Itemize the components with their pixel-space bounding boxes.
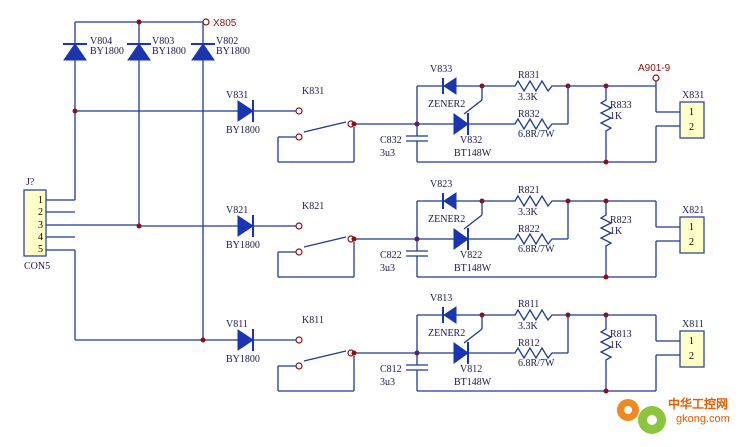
channel-821-out-ref: X821 (682, 205, 704, 216)
channel-831-out-body (679, 101, 705, 139)
channel-821-r-mid-ref: R822 (518, 224, 540, 235)
connector-j-ref: J? (26, 177, 35, 188)
channel-831-r-shunt-value: 1K (610, 111, 623, 122)
channel-811-out-pin: 2 (689, 351, 694, 362)
connector-j-pin: 5 (38, 244, 43, 255)
net-pin-a901 (652, 74, 660, 82)
channel-831-out-pin: 2 (689, 122, 694, 133)
channel-831-r-mid-ref: R832 (518, 109, 540, 120)
channel-831-zener-ref: V833 (430, 64, 452, 75)
watermark-title: 中华工控网 (668, 396, 728, 411)
channel-821-out-pin: 1 (689, 222, 694, 233)
channel-821-relay-ref: K821 (302, 201, 324, 212)
channel-811-transistor-type: BT148W (454, 377, 492, 388)
channel-811-zener-type: ZENER2 (428, 328, 465, 339)
diode-v804-part: BY1800 (90, 46, 124, 57)
channel-831-diode-ref: V831 (226, 90, 248, 101)
connector-j-pin: 2 (38, 207, 43, 218)
channel-811-zener-ref: V813 (430, 293, 452, 304)
channel-831-out-ref: X831 (682, 90, 704, 101)
diode-v803-part: BY1800 (152, 46, 186, 57)
channel-831-diode-part: BY1800 (226, 125, 260, 136)
channel-811-cap-value: 3u3 (380, 377, 395, 388)
channel-811-r-mid-value: 6.8R/7W (518, 358, 555, 369)
channel-831-cap-ref: C832 (380, 135, 402, 146)
diode-v804: V804 BY1800 (63, 36, 124, 61)
channel-811-diode-ref: V811 (226, 319, 248, 330)
net-label-x805: X805 (213, 18, 237, 29)
net-pin-x805 (202, 18, 210, 26)
diode-v802-ref: V802 (216, 36, 238, 47)
channel-831-transistor-ref: V832 (460, 135, 482, 146)
channel-811-diode-part: BY1800 (226, 354, 260, 365)
channel-821-r-mid-value: 6.8R/7W (518, 244, 555, 255)
channel-831-out-pin: 1 (689, 107, 694, 118)
channel-811-relay-ref: K811 (302, 315, 324, 326)
channel-811-out-ref: X811 (682, 319, 704, 330)
channel-811-r-top-ref: R811 (518, 299, 539, 310)
channel-811-out-pin: 1 (689, 336, 694, 347)
diode-v804-ref: V804 (90, 36, 112, 47)
connector-j-pin: 4 (38, 232, 43, 243)
channel-821-diode-ref: V821 (226, 205, 248, 216)
connector-j-pin: 3 (38, 220, 43, 231)
channel-811-r-shunt-value: 1K (610, 340, 623, 351)
channel-831-r-top-value: 3.3K (518, 92, 539, 103)
connector-j-pin: 1 (38, 195, 43, 206)
watermark: 中华工控网 gkong.com (617, 396, 730, 434)
channel-811: V811 BY1800 K811 C812 3u3 V813 ZENER2 (203, 293, 705, 394)
channel-821-out-pin: 2 (689, 237, 694, 248)
channel-831-zener-type: ZENER2 (428, 99, 465, 110)
channel-821-out-body (679, 216, 705, 254)
channel-821-zener-ref: V823 (430, 179, 452, 190)
channel-831: V831 BY1800 K831 C832 3u3 V833 ZENER2 (72, 64, 705, 165)
net-label-a901: A901-9 (638, 63, 671, 74)
gear-icon (617, 399, 666, 434)
channel-811-out-body (679, 330, 705, 368)
channel-821: V821 BY1800 K821 C822 3u3 V823 ZENER2 (139, 179, 705, 280)
top-bus: X805 (74, 18, 237, 341)
connector-j: J? CON5 1 2 3 4 5 (23, 177, 75, 272)
channel-821-r-top-ref: R821 (518, 185, 540, 196)
channel-811-r-top-value: 3.3K (518, 321, 539, 332)
watermark-url: gkong.com (676, 413, 730, 425)
channel-821-diode-part: BY1800 (226, 240, 260, 251)
channel-811-r-shunt-ref: R813 (610, 329, 632, 340)
channel-821-r-top-value: 3.3K (518, 207, 539, 218)
channel-831-r-mid-value: 6.8R/7W (518, 129, 555, 140)
channel-821-cap-value: 3u3 (380, 263, 395, 274)
connector-j-body (23, 189, 47, 257)
channel-811-r-mid-ref: R812 (518, 338, 540, 349)
diode-v803: V803 BY1800 (127, 36, 186, 61)
channel-811-cap-ref: C812 (380, 364, 402, 375)
channel-831-transistor-type: BT148W (454, 148, 492, 159)
channel-821-zener-type: ZENER2 (428, 214, 465, 225)
channel-831-r-shunt-ref: R833 (610, 100, 632, 111)
channel-811-transistor-ref: V812 (460, 364, 482, 375)
diode-v802-part: BY1800 (216, 46, 250, 57)
connector-j-type: CON5 (24, 261, 50, 272)
channel-821-cap-ref: C822 (380, 250, 402, 261)
channel-821-r-shunt-ref: R823 (610, 215, 632, 226)
diode-v803-ref: V803 (152, 36, 174, 47)
channel-831-relay-ref: K831 (302, 86, 324, 97)
channel-821-r-shunt-value: 1K (610, 226, 623, 237)
channel-821-transistor-ref: V822 (460, 250, 482, 261)
channel-831-r-top-ref: R831 (518, 70, 540, 81)
diode-v802: V802 BY1800 (191, 36, 250, 61)
channel-821-transistor-type: BT148W (454, 263, 492, 274)
channel-831-cap-value: 3u3 (380, 148, 395, 159)
